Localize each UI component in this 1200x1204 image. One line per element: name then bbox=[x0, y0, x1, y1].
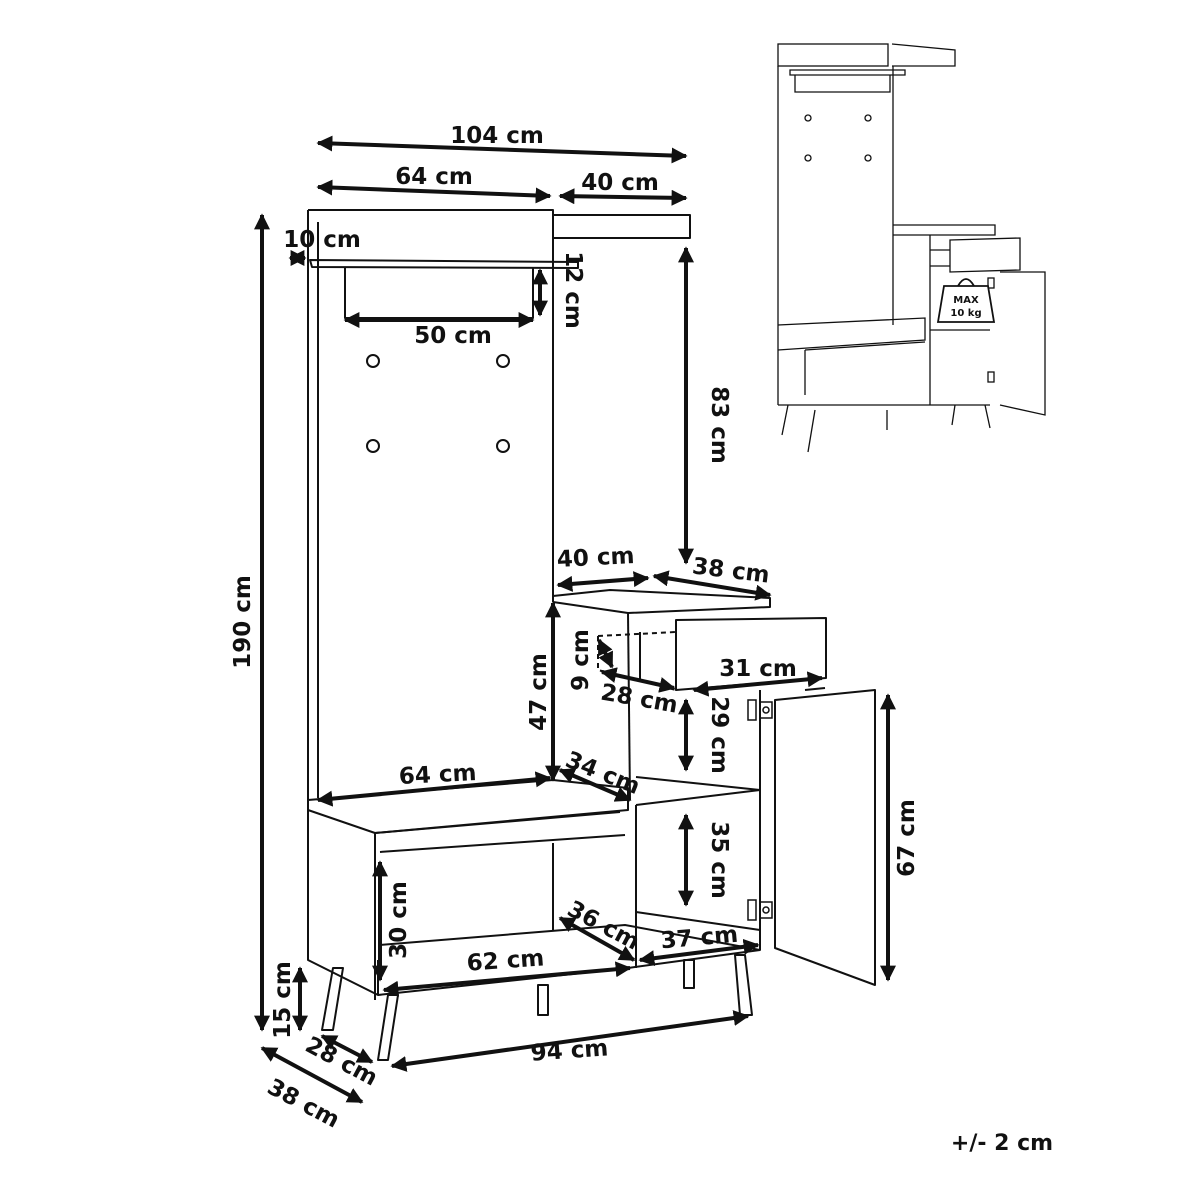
open-shelf-height-label: 30 cm bbox=[386, 881, 412, 959]
upper-side-height-label: 83 cm bbox=[706, 386, 732, 464]
total-height-label: 190 cm bbox=[230, 575, 256, 669]
rail-offset-label: 10 cm bbox=[283, 227, 361, 253]
lower-compartment-label: 35 cm bbox=[706, 821, 732, 899]
dimension-labels: 104 cm 64 cm 40 cm 10 cm 12 cm 50 cm 83 … bbox=[230, 123, 920, 1134]
upper-compartment-label: 29 cm bbox=[706, 696, 732, 774]
top-cab-width-label: 40 cm bbox=[556, 543, 635, 573]
side-width-label: 40 cm bbox=[581, 170, 659, 196]
weight-icon bbox=[936, 285, 996, 323]
max-load-line1: MAX bbox=[953, 295, 979, 306]
hinge-icon bbox=[747, 699, 773, 921]
max-load-label: MAX 10 kg bbox=[950, 295, 981, 319]
rail-width-label: 50 cm bbox=[414, 323, 492, 349]
leg-height-label: 15 cm bbox=[270, 961, 296, 1039]
coat-width-label: 64 cm bbox=[395, 164, 473, 190]
assembled-view bbox=[777, 43, 1046, 453]
door-height-label: 67 cm bbox=[894, 799, 920, 877]
overall-depth-label: 38 cm bbox=[263, 1074, 344, 1133]
rail-height-label: 12 cm bbox=[560, 251, 586, 329]
cab-height-label: 47 cm bbox=[526, 653, 552, 731]
bench-depth-label: 34 cm bbox=[562, 747, 644, 800]
dimension-arrows bbox=[254, 135, 896, 1104]
drawer-height-label: 9 cm bbox=[568, 629, 594, 691]
drawer-width-label: 31 cm bbox=[719, 656, 797, 682]
max-load-line2: 10 kg bbox=[950, 308, 981, 319]
bench-width-label: 64 cm bbox=[398, 760, 477, 790]
total-width-label: 104 cm bbox=[450, 123, 544, 149]
base-width-label: 94 cm bbox=[530, 1035, 609, 1066]
tolerance-note: +/- 2 cm bbox=[951, 1131, 1053, 1156]
open-shelf-width-label: 62 cm bbox=[466, 945, 545, 976]
inner-depth-label: 28 cm bbox=[301, 1032, 382, 1091]
